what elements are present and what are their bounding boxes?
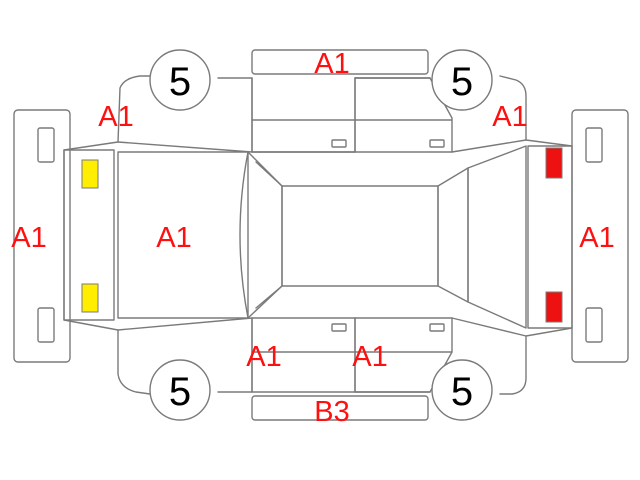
wheel-rear-left (149, 359, 211, 421)
taillight-top (545, 147, 563, 179)
top-strip-panel (251, 49, 429, 75)
taillight-bottom (545, 291, 563, 323)
door-handle-bottom-front (331, 323, 347, 332)
front-bumper-slot-top (37, 127, 55, 163)
front-light-housing (63, 149, 115, 321)
door-handle-top-rear (429, 139, 445, 148)
roof-edge-top (117, 141, 253, 153)
wheel-score-front-left: 5 (169, 60, 191, 104)
code-front-right-fender: A1 (492, 101, 527, 133)
code-rear-door: A1 (352, 341, 387, 373)
roof-outline (281, 185, 439, 287)
windshield-outline (239, 151, 283, 319)
wheel-score-rear-right: 5 (451, 370, 473, 414)
rear-light-housing (527, 145, 573, 329)
wheel-score-rear-left: 5 (169, 370, 191, 414)
c-pillar-bottom (451, 317, 527, 337)
wheel-score-front-right: 5 (451, 60, 473, 104)
rear-window-outline (437, 167, 469, 303)
door-handle-bottom-rear (429, 323, 445, 332)
code-hood: A1 (156, 222, 191, 254)
wheel-rear-right (431, 359, 493, 421)
wheel-front-left (149, 49, 211, 111)
bottom-strip-panel (251, 395, 429, 421)
wheel-front-right (431, 49, 493, 111)
rear-bumper-slot-bottom (585, 307, 603, 343)
door-top-rear (354, 77, 453, 153)
trunk-outline (467, 145, 527, 329)
code-rocker: B3 (314, 396, 349, 428)
code-front-door: A1 (246, 341, 281, 373)
code-front-bumper: A1 (11, 222, 46, 254)
windshield-inner (255, 161, 283, 309)
c-pillar-top (451, 139, 527, 153)
door-bottom-front (251, 317, 356, 393)
front-bumper-panel (13, 109, 71, 363)
code-roof: A1 (314, 48, 349, 80)
door-handle-top-front (331, 139, 347, 148)
headlight-bottom (81, 283, 99, 313)
roof-edge-bottom (117, 317, 253, 331)
front-bumper-slot-bottom (37, 307, 55, 343)
code-rear-bumper: A1 (579, 222, 614, 254)
headlight-top (81, 159, 99, 189)
rear-bumper-slot-top (585, 127, 603, 163)
door-top-front (251, 77, 356, 153)
code-front-left-fender: A1 (98, 101, 133, 133)
